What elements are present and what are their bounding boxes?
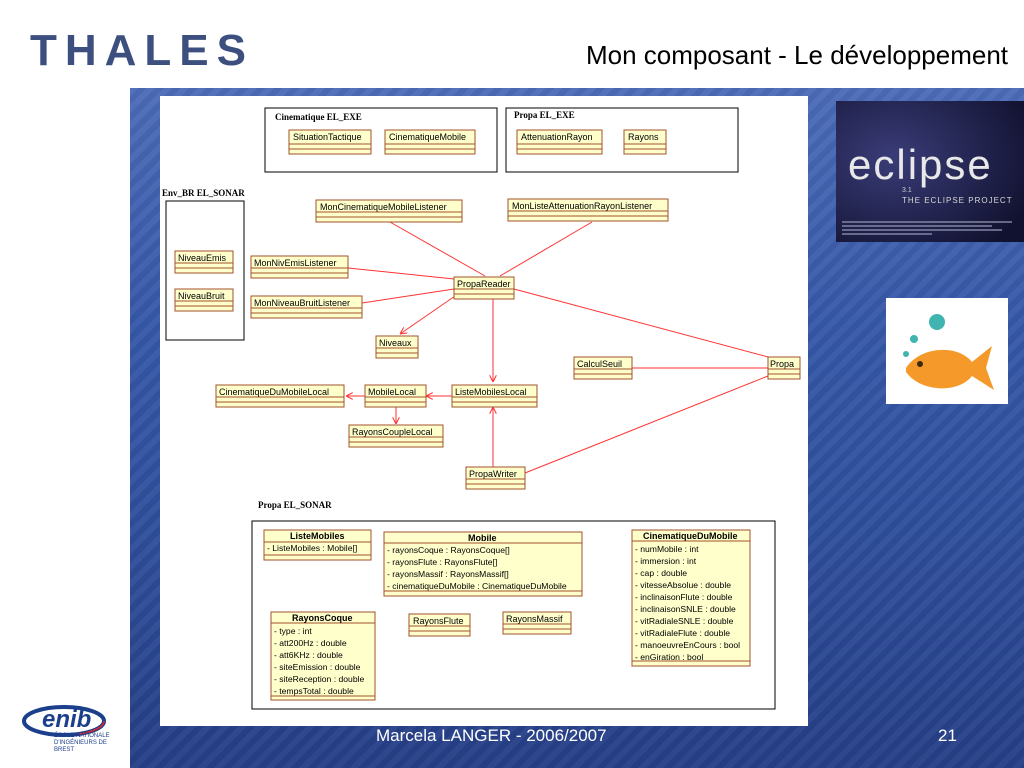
class-niveaux[interactable]: Niveaux (375, 335, 419, 359)
svg-text:- tempsTotal : double: - tempsTotal : double (274, 686, 354, 696)
enib-logo: enib ÉCOLE NATIONALE D'INGÉNIEURS DE BRE… (20, 703, 110, 753)
enib-subtitle: ÉCOLE NATIONALE D'INGÉNIEURS DE BREST (54, 733, 110, 753)
svg-text:MonNiveauBruitListener: MonNiveauBruitListener (254, 298, 350, 308)
class-niveau-emis[interactable]: NiveauEmis (174, 250, 234, 274)
eclipse-wordmark: eclipse (848, 141, 993, 188)
class-mon-niveau-bruit-listener[interactable]: MonNiveauBruitListener (250, 295, 363, 319)
svg-text:Propa EL_SONAR: Propa EL_SONAR (258, 500, 332, 510)
svg-text:ListeMobiles: ListeMobiles (290, 531, 345, 541)
class-mobile[interactable]: Mobile - rayonsCoque : RayonsCoque[] - r… (383, 531, 583, 597)
slide-title: Mon composant - Le développement (585, 40, 1008, 70)
svg-text:- numMobile : int: - numMobile : int (635, 544, 699, 554)
svg-text:CinematiqueMobile: CinematiqueMobile (389, 132, 466, 142)
svg-text:- cap : double: - cap : double (635, 568, 687, 578)
enib-swoosh-icon (22, 705, 106, 737)
svg-text:MonNivEmisListener: MonNivEmisListener (254, 258, 337, 268)
svg-text:RayonsCoque: RayonsCoque (292, 613, 353, 623)
svg-text:- immersion : int: - immersion : int (635, 556, 697, 566)
svg-text:RayonsFlute: RayonsFlute (413, 616, 464, 626)
svg-text:ListeMobilesLocal: ListeMobilesLocal (455, 387, 527, 397)
svg-text:- rayonsMassif : RayonsMassif[: - rayonsMassif : RayonsMassif[] (387, 569, 509, 579)
svg-text:CalculSeuil: CalculSeuil (577, 359, 622, 369)
class-liste-mobiles[interactable]: ListeMobiles - ListeMobiles : Mobile[] (263, 529, 372, 561)
svg-text:- inclinaisonFlute : double: - inclinaisonFlute : double (635, 592, 733, 602)
svg-text:Propa: Propa (770, 359, 794, 369)
eclipse-project-label: THE ECLIPSE PROJECT (902, 196, 1013, 205)
page-number: 21 (938, 726, 957, 745)
svg-text:- vitRadialeFlute : double: - vitRadialeFlute : double (635, 628, 730, 638)
uml-diagram: Cinematique EL_EXE Propa EL_EXE Env_BR E… (160, 96, 808, 726)
class-rayons-coque[interactable]: RayonsCoque - type : int - att200Hz : do… (270, 611, 376, 701)
class-mon-niv-emis-listener[interactable]: MonNivEmisListener (250, 255, 349, 279)
svg-text:- siteReception : double: - siteReception : double (274, 674, 365, 684)
svg-text:RayonsMassif: RayonsMassif (506, 614, 563, 624)
class-cinematique-du-mobile[interactable]: CinematiqueDuMobile - numMobile : int - … (631, 529, 751, 667)
svg-text:MonListeAttenuationRayonListen: MonListeAttenuationRayonListener (512, 201, 652, 211)
class-mobile-local[interactable]: MobileLocal (364, 384, 427, 408)
class-rayons-couple-local[interactable]: RayonsCoupleLocal (348, 424, 444, 448)
class-propa[interactable]: Propa (767, 356, 801, 380)
svg-text:- cinematiqueDuMobile : Cinema: - cinematiqueDuMobile : CinematiqueDuMob… (387, 581, 567, 591)
eclipse-logo: eclipse 3.1 THE ECLIPSE PROJECT (836, 101, 1024, 242)
footer-author: Marcela LANGER - 2006/2007 (376, 726, 607, 745)
svg-text:Niveaux: Niveaux (379, 338, 412, 348)
class-propa-reader[interactable]: PropaReader (453, 276, 515, 300)
svg-text:- enGiration : bool: - enGiration : bool (635, 652, 703, 662)
svg-text:- att6KHz : double: - att6KHz : double (274, 650, 343, 660)
eclipse-background-icon (836, 101, 1024, 242)
svg-text:Env_BR EL_SONAR: Env_BR EL_SONAR (162, 188, 245, 198)
svg-text:MonCinematiqueMobileListener: MonCinematiqueMobileListener (320, 202, 447, 212)
svg-text:CinematiqueDuMobileLocal: CinematiqueDuMobileLocal (219, 387, 329, 397)
svg-text:- rayonsCoque : RayonsCoque[]: - rayonsCoque : RayonsCoque[] (387, 545, 510, 555)
fish-image (886, 298, 1008, 404)
svg-text:- vitesseAbsolue : double: - vitesseAbsolue : double (635, 580, 731, 590)
svg-text:CinematiqueDuMobile: CinematiqueDuMobile (643, 531, 738, 541)
class-attenuation-rayon[interactable]: AttenuationRayon (516, 129, 603, 155)
svg-text:- manoeuvreEnCours : bool: - manoeuvreEnCours : bool (635, 640, 740, 650)
slide-header: THALES Mon composant - Le développement (0, 0, 1024, 88)
svg-text:- type : int: - type : int (274, 626, 312, 636)
svg-text:Propa EL_EXE: Propa EL_EXE (514, 110, 575, 120)
enib-wordmark: enib (42, 706, 92, 733)
eclipse-version: 3.1 (902, 187, 912, 194)
class-cinematique-mobile[interactable]: CinematiqueMobile (384, 129, 476, 155)
svg-text:Cinematique EL_EXE: Cinematique EL_EXE (275, 112, 362, 122)
class-liste-mobiles-local[interactable]: ListeMobilesLocal (451, 384, 538, 408)
relationship-lines (346, 221, 769, 474)
class-propa-writer[interactable]: PropaWriter (465, 466, 526, 490)
class-situation-tactique[interactable]: SituationTactique (288, 129, 372, 155)
svg-text:- vitRadialeSNLE : double: - vitRadialeSNLE : double (635, 616, 734, 626)
class-calcul-seuil[interactable]: CalculSeuil (573, 356, 633, 380)
thales-logo: THALES (30, 26, 254, 75)
class-mon-cinematique-mobile-listener[interactable]: MonCinematiqueMobileListener (315, 199, 463, 223)
svg-text:- att200Hz : double: - att200Hz : double (274, 638, 347, 648)
svg-text:PropaWriter: PropaWriter (469, 469, 517, 479)
svg-text:Mobile: Mobile (468, 533, 497, 543)
class-rayons-flute[interactable]: RayonsFlute (408, 613, 471, 637)
uml-diagram-canvas: Cinematique EL_EXE Propa EL_EXE Env_BR E… (162, 107, 801, 710)
svg-text:- ListeMobiles : Mobile[]: - ListeMobiles : Mobile[] (267, 543, 357, 553)
svg-text:MobileLocal: MobileLocal (368, 387, 416, 397)
svg-text:AttenuationRayon: AttenuationRayon (521, 132, 593, 142)
svg-text:RayonsCoupleLocal: RayonsCoupleLocal (352, 427, 433, 437)
svg-text:Rayons: Rayons (628, 132, 659, 142)
class-rayons-massif[interactable]: RayonsMassif (502, 611, 572, 635)
svg-text:PropaReader: PropaReader (457, 279, 511, 289)
class-cinematique-du-mobile-local[interactable]: CinematiqueDuMobileLocal (215, 384, 345, 408)
fish-icon (903, 314, 994, 390)
svg-text:- rayonsFlute : RayonsFlute[]: - rayonsFlute : RayonsFlute[] (387, 557, 497, 567)
class-rayons[interactable]: Rayons (623, 129, 667, 155)
svg-text:NiveauEmis: NiveauEmis (178, 253, 227, 263)
class-mon-liste-attenuation-rayon-listener[interactable]: MonListeAttenuationRayonListener (507, 198, 669, 222)
class-niveau-bruit[interactable]: NiveauBruit (174, 288, 234, 312)
svg-text:- siteEmission : double: - siteEmission : double (274, 662, 361, 672)
svg-text:SituationTactique: SituationTactique (293, 132, 362, 142)
left-margin (0, 88, 130, 768)
svg-text:NiveauBruit: NiveauBruit (178, 291, 225, 301)
svg-text:- inclinaisonSNLE : double: - inclinaisonSNLE : double (635, 604, 736, 614)
